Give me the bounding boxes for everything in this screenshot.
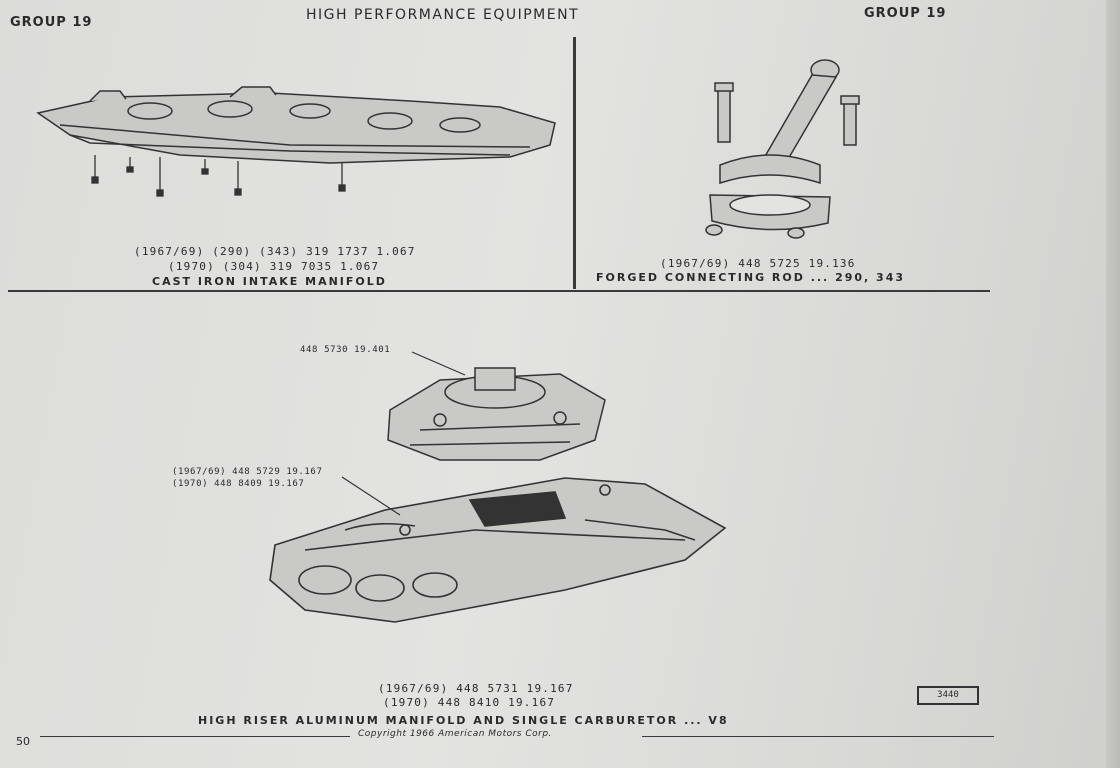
- horizontal-divider: [8, 290, 990, 292]
- carburetor-illustration: [387, 367, 606, 461]
- footer-rule-left: [40, 736, 350, 737]
- group-label-right: GROUP 19: [864, 6, 947, 21]
- rod-title: FORGED CONNECTING ROD ... 290, 343: [596, 271, 906, 284]
- manifold-part-label-1: (1967/69) 448 5729 19.167: [172, 467, 323, 477]
- vertical-divider: [573, 37, 576, 289]
- carb-leader-line: [411, 351, 466, 376]
- carb-part-label: 448 5730 19.401: [300, 345, 391, 355]
- rod-part-line-1: (1967/69) 448 5725 19.136: [660, 257, 856, 270]
- intake-title: CAST IRON INTAKE MANIFOLD: [152, 275, 387, 288]
- manifold-part-label-2: (1970) 448 8409 19.167: [172, 479, 305, 489]
- page-title: HIGH PERFORMANCE EQUIPMENT: [306, 7, 580, 23]
- group-label-left: GROUP 19: [10, 15, 93, 30]
- aluminum-manifold-illustration: [269, 477, 727, 623]
- aluminum-title: HIGH RISER ALUMINUM MANIFOLD AND SINGLE …: [198, 714, 729, 727]
- footer-rule-right: [642, 736, 994, 737]
- intake-part-line-2: (1970) (304) 319 7035 1.067: [168, 260, 380, 273]
- intake-part-line-1: (1967/69) (290) (343) 319 1737 1.067: [134, 245, 416, 258]
- aluminum-part-line-1: (1967/69) 448 5731 19.167: [378, 682, 574, 695]
- manifold-leader-line: [341, 476, 401, 516]
- page-edge: [1106, 0, 1120, 768]
- copyright-notice: Copyright 1966 American Motors Corp.: [358, 729, 552, 739]
- cast-iron-intake-manifold-illustration: [36, 86, 556, 197]
- connecting-rod-illustration: [705, 59, 860, 239]
- page-number: 50: [16, 735, 30, 748]
- illustration-number-box: 3440: [917, 686, 979, 705]
- aluminum-part-line-2: (1970) 448 8410 19.167: [383, 696, 556, 709]
